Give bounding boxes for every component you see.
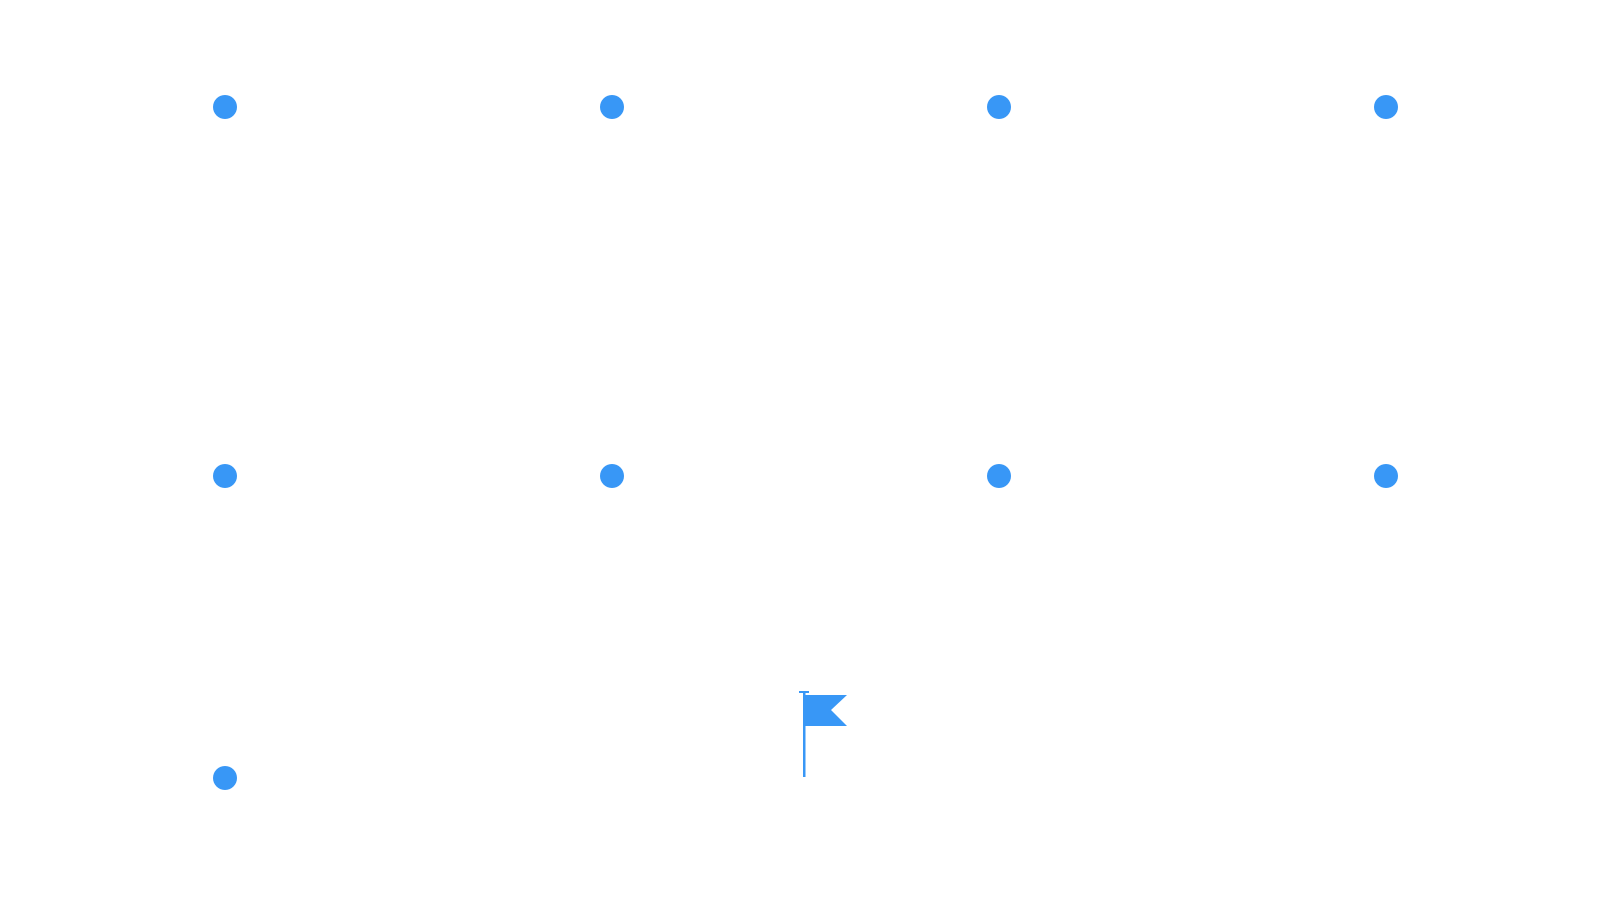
node-dot-1[interactable] (213, 95, 237, 119)
node-dot-9[interactable] (213, 766, 237, 790)
node-dot-3[interactable] (987, 95, 1011, 119)
node-dot-6[interactable] (600, 464, 624, 488)
node-dot-7[interactable] (987, 464, 1011, 488)
node-dot-8[interactable] (1374, 464, 1398, 488)
node-dot-2[interactable] (600, 95, 624, 119)
node-dot-5[interactable] (213, 464, 237, 488)
node-dot-4[interactable] (1374, 95, 1398, 119)
flag-icon[interactable] (791, 691, 847, 777)
